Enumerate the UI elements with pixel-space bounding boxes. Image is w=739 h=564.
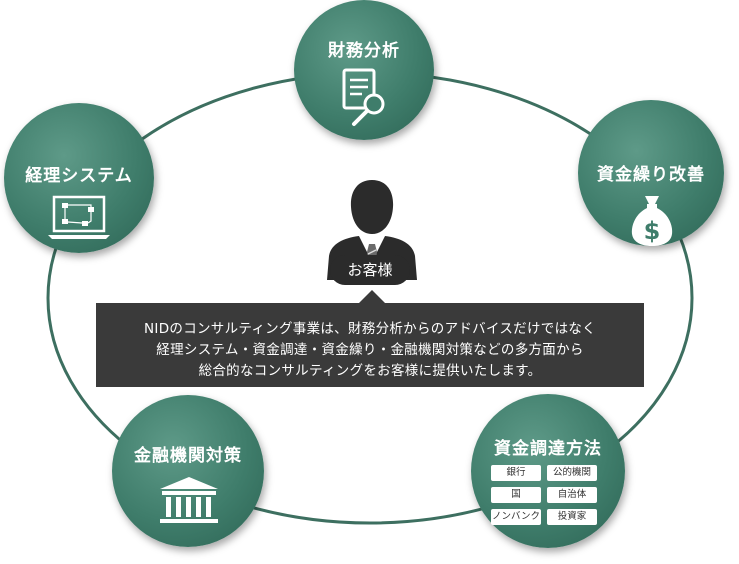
customer-label-bubble: お客様 bbox=[330, 255, 410, 285]
laptop-flowchart-icon bbox=[48, 195, 110, 239]
description-line-1: NIDのコンサルティング事業は、財務分析からのアドバイスだけではなく bbox=[144, 321, 596, 337]
node-title: 資金調達方法 bbox=[494, 439, 602, 459]
node-title: 金融機関対策 bbox=[134, 446, 242, 466]
bank-building-icon bbox=[160, 477, 218, 523]
node-title: 資金繰り改善 bbox=[597, 165, 705, 185]
description-arrow bbox=[358, 290, 386, 304]
node-cash-flow: 資金繰り改善 $ bbox=[578, 100, 724, 246]
chip-public-agency: 公的機関 bbox=[547, 465, 597, 481]
node-financial-analysis: 財務分析 bbox=[294, 0, 434, 140]
node-accounting-system: 経理システム bbox=[4, 103, 154, 253]
chip-national: 国 bbox=[491, 487, 541, 503]
description-line-2: 経理システム・資金調達・資金繰り・金融機関対策などの多方面から bbox=[156, 342, 584, 358]
svg-text:$: $ bbox=[644, 217, 661, 245]
chip-nonbank: ノンバンク bbox=[491, 509, 541, 525]
node-title: 財務分析 bbox=[328, 41, 400, 61]
description-line-3: 総合的なコンサルティングをお客様に提供いたします。 bbox=[198, 363, 542, 379]
money-bag-icon: $ bbox=[631, 196, 673, 246]
node-title: 経理システム bbox=[25, 166, 133, 186]
chip-bank: 銀行 bbox=[491, 465, 541, 481]
chip-municipality: 自治体 bbox=[547, 487, 597, 503]
chip-investor: 投資家 bbox=[547, 509, 597, 525]
document-magnifier-icon bbox=[342, 68, 385, 126]
description-box: NIDのコンサルティング事業は、財務分析からのアドバイスだけではなく 経理システ… bbox=[96, 303, 644, 387]
node-financial-measures: 金融機関対策 bbox=[112, 395, 264, 547]
node-fund-procurement: 資金調達方法 銀行 公的機関 国 自治体 ノンバンク 投資家 bbox=[471, 394, 625, 548]
customer-label: お客様 bbox=[347, 261, 393, 279]
